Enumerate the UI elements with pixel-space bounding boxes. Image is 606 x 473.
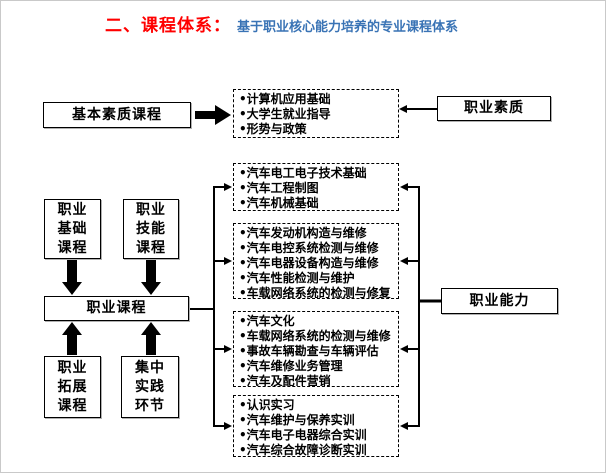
course-item: •汽车电控系统检测与维修 — [239, 241, 379, 255]
course-item: •汽车工程制图 — [239, 181, 319, 195]
professional-quality-box: 职业素质 — [437, 96, 551, 121]
professional-expand-course-list: •汽车文化•车载网络系统的检测与维修•事故车辆勘查与车辆评估•汽车维修业务管理•… — [233, 311, 399, 387]
course-item: •汽车综合故障诊断实训 — [239, 443, 367, 457]
block-arrow-up-icon — [141, 322, 161, 355]
professional-basic-course-list: •汽车电工电子技术基础•汽车工程制图•汽车机械基础 — [233, 163, 399, 211]
arrowhead-left-icon — [399, 105, 407, 113]
arrowhead-right-icon — [224, 345, 232, 353]
page-title: 二、课程体系： 基于职业核心能力培养的专业课程体系 — [105, 11, 458, 36]
title-heading: 二、课程体系： — [105, 16, 231, 36]
professional-basic-box: 职业 基础 课程 — [44, 199, 101, 259]
course-item: •大学生就业指导 — [239, 107, 331, 121]
course-item: •形势与政策 — [239, 122, 307, 136]
arrowhead-right-icon — [224, 257, 232, 265]
professional-skill-box: 职业 技能 课程 — [123, 199, 179, 259]
block-arrow-up-icon — [62, 322, 82, 355]
block-arrow-right-icon — [195, 105, 231, 125]
course-item: •计算机应用基础 — [239, 92, 331, 106]
arrowhead-left-icon — [400, 345, 408, 353]
course-item: •汽车电器设备构造与维修 — [239, 256, 379, 270]
professional-expand-box: 职业 拓展 课程 — [44, 356, 101, 418]
arrowhead-left-icon — [400, 183, 408, 191]
basic-quality-box: 基本素质课程 — [43, 102, 191, 128]
course-item: •汽车及配件营销 — [239, 374, 331, 387]
arrowhead-right-icon — [224, 183, 232, 191]
course-item: •汽车性能检测与维护 — [239, 271, 355, 285]
course-item: •汽车维护与保养实训 — [239, 413, 355, 427]
arrowhead-left-icon — [400, 257, 408, 265]
course-item: •车载网络系统的检测与维修 — [239, 329, 391, 343]
course-item: •汽车维修业务管理 — [239, 359, 343, 373]
practice-course-list: •认识实习•汽车维护与保养实训•汽车电子电器综合实训•汽车综合故障诊断实训 — [233, 395, 399, 457]
course-item: •汽车机械基础 — [239, 196, 319, 210]
professional-skill-course-list: •汽车发动机构造与维修•汽车电控系统检测与维修•汽车电器设备构造与维修•汽车性能… — [233, 223, 399, 299]
course-item: •车载网络系统的检测与修复 — [239, 286, 391, 299]
basic-quality-course-list: •计算机应用基础•大学生就业指导•形势与政策 — [233, 89, 399, 138]
professional-courses-box: 职业课程 — [44, 296, 189, 321]
arrowhead-right-icon — [224, 422, 232, 430]
course-item: •汽车发动机构造与维修 — [239, 226, 367, 240]
professional-ability-box: 职业能力 — [441, 288, 558, 314]
course-item: •汽车文化 — [239, 314, 295, 328]
course-item: •认识实习 — [239, 398, 295, 412]
arrowhead-left-icon — [400, 422, 408, 430]
course-item: •事故车辆勘查与车辆评估 — [239, 344, 379, 358]
course-item: •汽车电子电器综合实训 — [239, 428, 367, 442]
block-arrow-down-icon — [141, 259, 161, 295]
course-item: •汽车电工电子技术基础 — [239, 166, 367, 180]
title-subtitle: 基于职业核心能力培养的专业课程体系 — [237, 20, 459, 35]
block-arrow-down-icon — [62, 259, 82, 295]
concentrated-practice-box: 集中 实践 环节 — [121, 356, 179, 418]
